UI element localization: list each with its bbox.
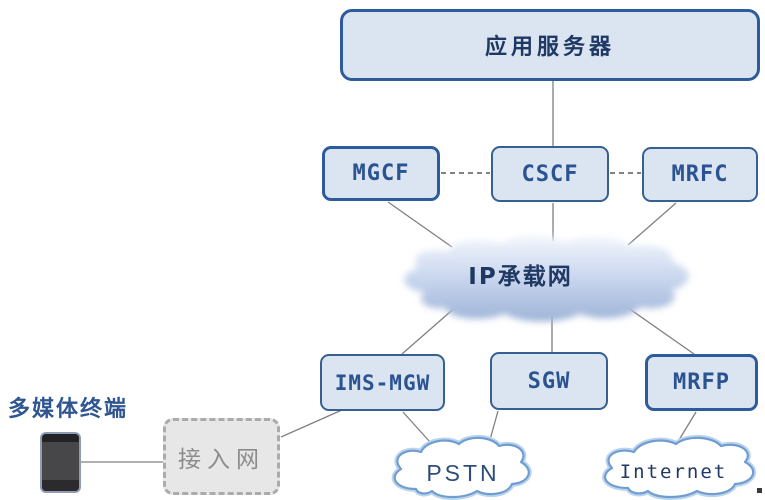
stray-dot (757, 488, 762, 493)
mrfc-label: MRFC (671, 162, 729, 187)
cscf-box: CSCF (491, 146, 609, 202)
phone-screen (42, 442, 79, 480)
mrfp-label: MRFP (673, 370, 730, 395)
line-mrfc-ipcloud (627, 202, 677, 246)
line-ipcloud-mrfp (623, 304, 695, 355)
mgcf-label: MGCF (352, 161, 410, 186)
pstn-cloud (391, 434, 532, 500)
line-ipcloud-imsmgw (401, 304, 459, 355)
cscf-label: CSCF (521, 161, 579, 187)
terminal-label: 多媒体终端 (8, 397, 129, 422)
ip-network-cloud (404, 235, 689, 322)
internet-cloud (602, 434, 757, 500)
line-access-imsmgw (280, 409, 343, 438)
internet-label: Internet (619, 461, 728, 483)
phone-bottom-bezel (42, 480, 79, 491)
mrfc-box: MRFC (642, 147, 758, 202)
phone-icon (40, 432, 81, 493)
phone-top-bezel (42, 434, 79, 442)
pstn-label: PSTN (426, 460, 500, 486)
mrfp-box: MRFP (645, 354, 758, 411)
line-mgcf-ipcloud (387, 201, 453, 248)
app-server-label: 应用服务器 (484, 35, 615, 60)
mgcf-box: MGCF (322, 146, 440, 201)
app-server-box: 应用服务器 (340, 9, 760, 81)
ims-mgw-box: IMS-MGW (320, 354, 445, 411)
sgw-label: SGW (527, 368, 571, 394)
access-network-box: 接入网 (163, 418, 280, 495)
access-network-label: 接入网 (178, 446, 265, 473)
ip-cloud-label: IP承载网 (468, 264, 573, 290)
sgw-box: SGW (490, 352, 608, 410)
ims-mgw-label: IMS-MGW (334, 370, 431, 395)
